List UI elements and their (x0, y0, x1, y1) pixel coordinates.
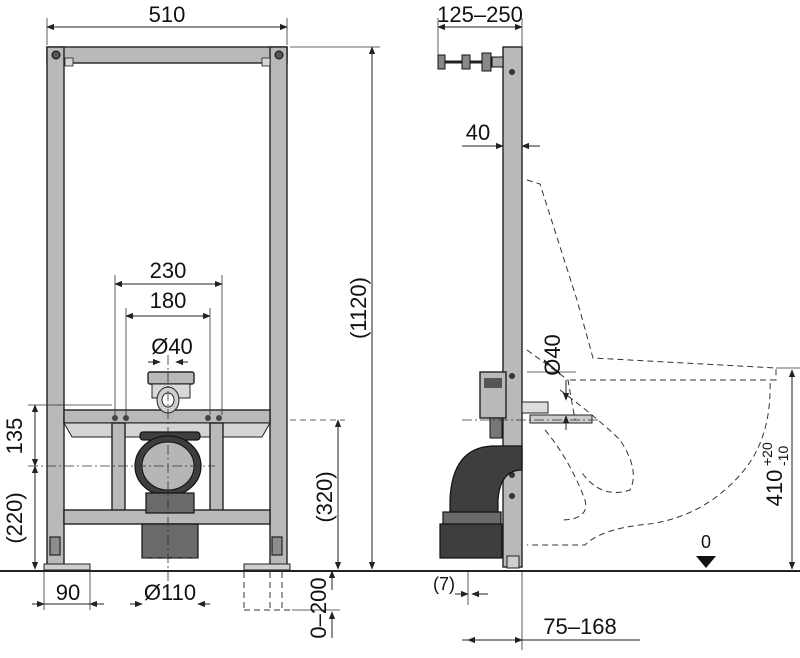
dim-220: (220) (2, 492, 27, 543)
dim-135: 135 (2, 418, 27, 455)
dim-tolerance-plus: +20 (759, 442, 775, 466)
dim-1120: (1120) (346, 277, 371, 339)
dim-90: 90 (56, 580, 80, 605)
dim-tolerance-minus: -10 (775, 446, 791, 466)
side-dimensions: 125–250 40 Ø40 410 +20 -10 0 (7) 75–168 (433, 2, 800, 650)
drain-elbow (449, 445, 523, 517)
dim-drain-diameter: Ø110 (144, 580, 196, 605)
dim-75-168: 75–168 (543, 614, 616, 639)
dim-180: 180 (150, 288, 187, 313)
dim-40: 40 (466, 120, 490, 145)
floor-level-label: 0 (701, 532, 711, 552)
left-post (46, 46, 65, 568)
side-view (437, 46, 777, 569)
bolt-icon (274, 50, 284, 60)
toilet-outline (526, 179, 777, 546)
floor-level-marker-icon (696, 556, 716, 568)
dim-adjust-range: 0–200 (306, 577, 331, 638)
dim-410: 410 (762, 470, 787, 507)
side-post (502, 46, 523, 568)
dim-230: 230 (150, 258, 187, 283)
dim-inlet-diameter: Ø40 (151, 334, 193, 359)
front-dimensions: 510 230 180 Ø40 135 (220) (1120) (320) (2, 2, 380, 639)
top-beam (46, 46, 288, 64)
dim-offset-7: (7) (433, 574, 455, 594)
dim-125-250: 125–250 (437, 2, 523, 27)
front-view (28, 46, 291, 611)
dim-510: 510 (149, 2, 186, 27)
dim-320: (320) (312, 471, 337, 522)
right-post (269, 46, 288, 568)
bolt-icon (51, 50, 61, 60)
dim-inlet-diameter-side: Ø40 (540, 334, 565, 376)
